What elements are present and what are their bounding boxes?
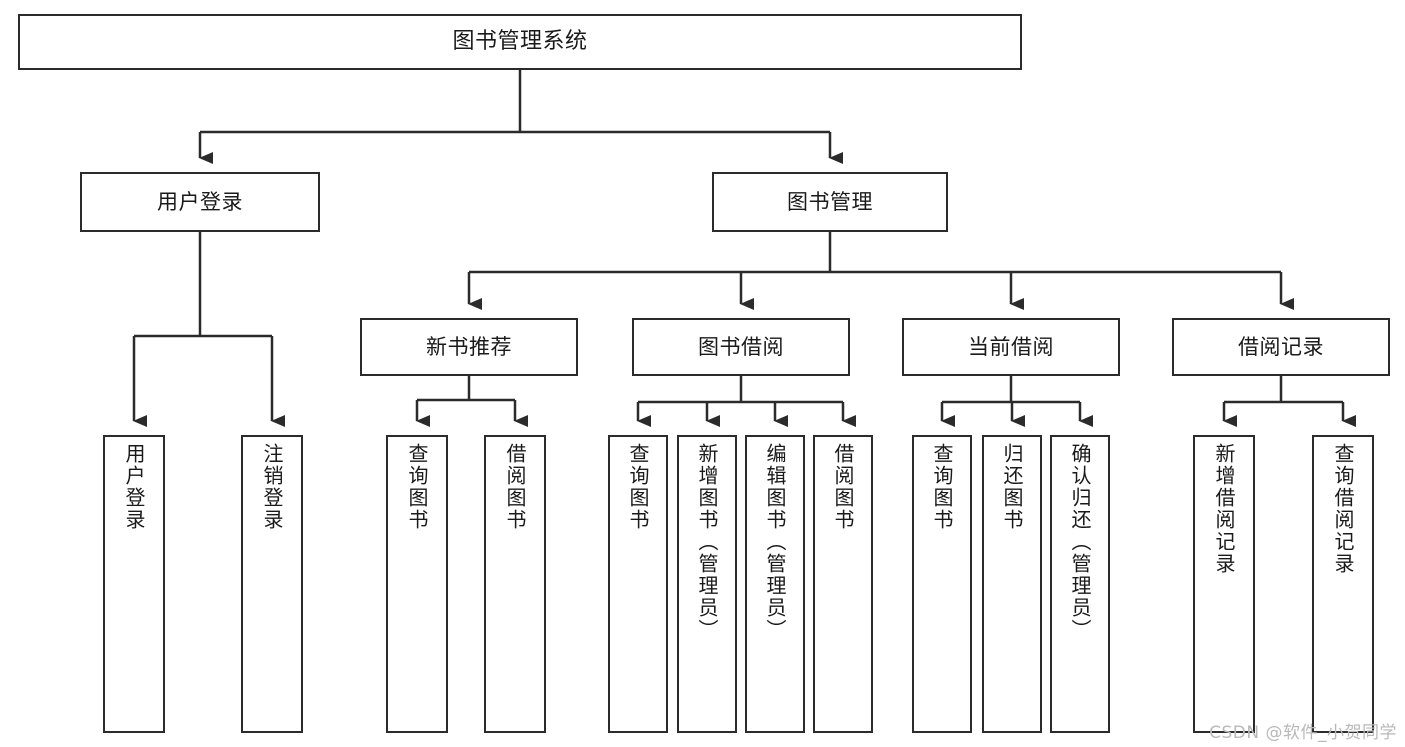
node-user-login-label: 用户登录 (157, 189, 243, 214)
node-root-label: 图书管理系统 (452, 29, 588, 55)
leaf-add-record[interactable]: 新增借阅记录 (1193, 435, 1255, 733)
leaf-return-book-label: 归还图书 (1000, 443, 1024, 531)
node-user-login[interactable]: 用户登录 (80, 172, 320, 232)
leaf-edit-book-label: 编辑图书（管理员） (763, 443, 787, 641)
node-current-borrow[interactable]: 当前借阅 (902, 318, 1120, 376)
leaf-user-login[interactable]: 用户登录 (103, 435, 165, 733)
leaf-borrow-book-1[interactable]: 借阅图书 (484, 435, 546, 733)
leaf-query-book-3[interactable]: 查询图书 (912, 435, 972, 733)
node-new-book-rec-label: 新书推荐 (426, 334, 512, 359)
leaf-user-login-label: 用户登录 (122, 443, 146, 531)
leaf-return-book[interactable]: 归还图书 (982, 435, 1042, 733)
node-root[interactable]: 图书管理系统 (18, 14, 1022, 70)
csdn-watermark: CSDN @软件_小贺同学 (1209, 723, 1397, 743)
leaf-edit-book[interactable]: 编辑图书（管理员） (745, 435, 805, 733)
leaf-user-logout[interactable]: 注销登录 (241, 435, 303, 733)
node-borrow-record[interactable]: 借阅记录 (1172, 318, 1390, 376)
leaf-borrow-book-1-label: 借阅图书 (503, 443, 527, 531)
leaf-query-record-label: 查询借阅记录 (1331, 443, 1355, 575)
leaf-query-book-1-label: 查询图书 (405, 443, 429, 531)
leaf-query-record[interactable]: 查询借阅记录 (1312, 435, 1374, 733)
leaf-query-book-2-label: 查询图书 (626, 443, 650, 531)
leaf-borrow-book-2[interactable]: 借阅图书 (813, 435, 873, 733)
node-borrow-record-label: 借阅记录 (1238, 334, 1324, 359)
leaf-user-logout-label: 注销登录 (260, 443, 284, 531)
leaf-add-book-label: 新增图书（管理员） (695, 443, 719, 641)
node-book-borrow-label: 图书借阅 (698, 334, 784, 359)
leaf-confirm-return-label: 确认归还（管理员） (1068, 443, 1092, 641)
leaf-borrow-book-2-label: 借阅图书 (831, 443, 855, 531)
leaf-query-book-1[interactable]: 查询图书 (386, 435, 448, 733)
leaf-query-book-3-label: 查询图书 (930, 443, 954, 531)
node-current-borrow-label: 当前借阅 (968, 334, 1054, 359)
leaf-confirm-return[interactable]: 确认归还（管理员） (1050, 435, 1110, 733)
leaf-add-record-label: 新增借阅记录 (1212, 443, 1236, 575)
node-new-book-rec[interactable]: 新书推荐 (360, 318, 578, 376)
leaf-query-book-2[interactable]: 查询图书 (608, 435, 668, 733)
node-book-manage-label: 图书管理 (787, 189, 873, 214)
node-book-borrow[interactable]: 图书借阅 (632, 318, 850, 376)
leaf-add-book[interactable]: 新增图书（管理员） (677, 435, 737, 733)
node-book-manage[interactable]: 图书管理 (712, 172, 948, 232)
